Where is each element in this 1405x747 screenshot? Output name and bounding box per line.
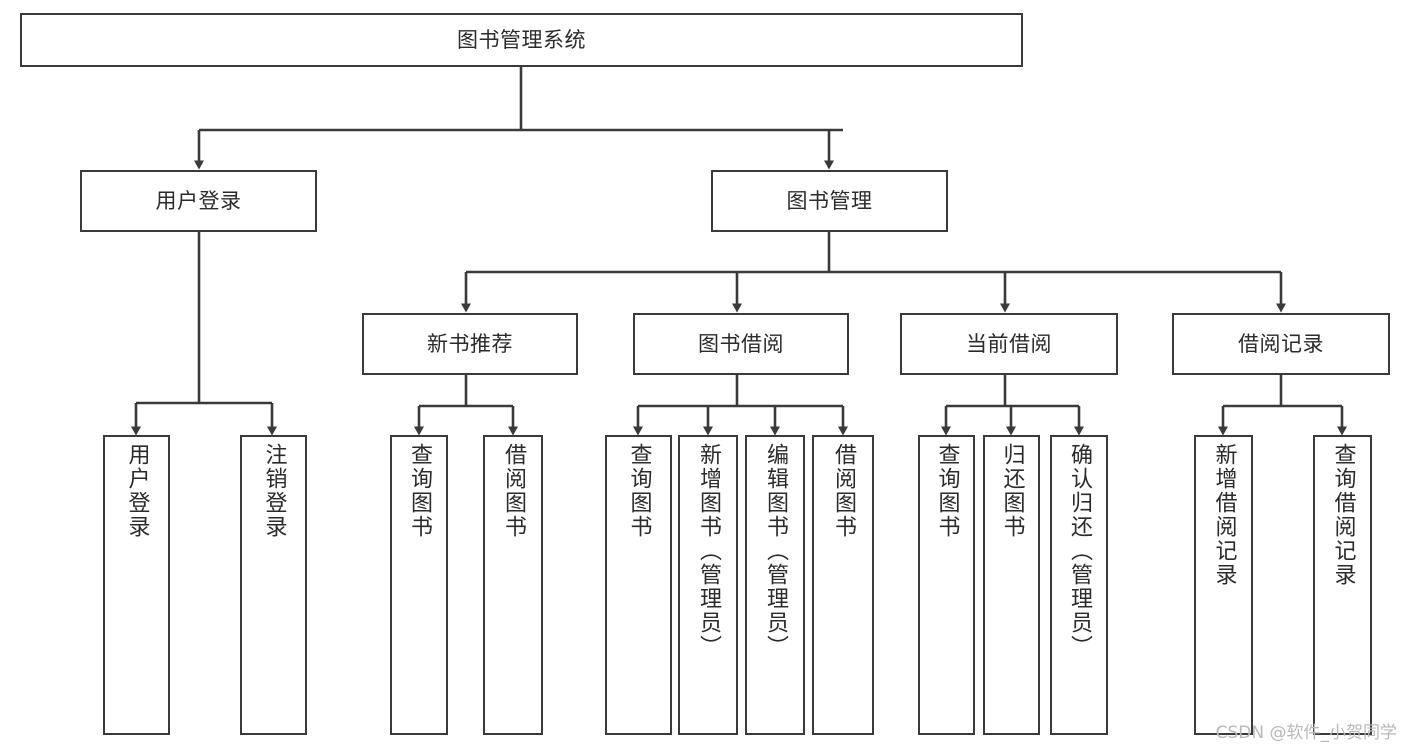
node-book-management-label: 图书管理 [786,188,873,213]
leaf-add-book-admin[interactable]: 新增图书（管理员） [678,435,738,735]
leaf-query-borrow-record[interactable]: 查询借阅记录 [1313,435,1372,735]
node-current-borrow[interactable]: 当前借阅 [900,313,1118,375]
leaf-user-login-label: 用户登录 [124,443,150,539]
leaf-borrow-book[interactable]: 借阅图书 [812,435,874,735]
node-root[interactable]: 图书管理系统 [20,13,1023,67]
leaf-confirm-return-admin[interactable]: 确认归还（管理员） [1050,435,1108,735]
leaf-query-book-borrow-label: 查询图书 [626,443,652,539]
leaf-logout-label: 注销登录 [261,443,287,539]
node-root-label: 图书管理系统 [457,27,586,52]
leaf-borrow-book-rec-label: 借阅图书 [501,443,526,539]
leaf-query-book-rec[interactable]: 查询图书 [390,435,448,735]
node-current-borrow-label: 当前借阅 [966,331,1052,356]
node-borrow-record-label: 借阅记录 [1238,331,1324,356]
leaf-query-book-current[interactable]: 查询图书 [918,435,975,735]
leaf-query-borrow-record-label: 查询借阅记录 [1330,443,1356,587]
node-book-borrow-label: 图书借阅 [698,331,784,356]
watermark: CSDN @软件_小贺同学 [1215,723,1397,743]
leaf-query-book-borrow[interactable]: 查询图书 [605,435,672,735]
node-new-book-recommend-label: 新书推荐 [427,331,513,356]
node-book-management[interactable]: 图书管理 [711,170,948,232]
leaf-return-book-label: 归还图书 [999,443,1025,539]
node-user-login[interactable]: 用户登录 [80,170,317,232]
node-new-book-recommend[interactable]: 新书推荐 [362,313,578,375]
leaf-confirm-return-admin-label: 确认归还（管理员） [1067,443,1092,659]
leaf-logout[interactable]: 注销登录 [240,435,307,735]
leaf-query-book-rec-label: 查询图书 [407,443,432,539]
leaf-edit-book-admin[interactable]: 编辑图书（管理员） [745,435,805,735]
leaf-borrow-book-label: 借阅图书 [831,443,856,539]
leaf-user-login[interactable]: 用户登录 [103,435,170,735]
leaf-add-book-admin-label: 新增图书（管理员） [696,443,721,659]
leaf-query-book-current-label: 查询图书 [934,443,960,539]
leaf-edit-book-admin-label: 编辑图书（管理员） [763,443,788,659]
leaf-return-book[interactable]: 归还图书 [983,435,1040,735]
node-borrow-record[interactable]: 借阅记录 [1172,313,1390,375]
leaf-borrow-book-rec[interactable]: 借阅图书 [483,435,543,735]
node-user-login-label: 用户登录 [155,188,242,213]
leaf-add-borrow-record[interactable]: 新增借阅记录 [1194,435,1253,735]
node-book-borrow[interactable]: 图书借阅 [633,313,849,375]
leaf-add-borrow-record-label: 新增借阅记录 [1211,443,1237,587]
